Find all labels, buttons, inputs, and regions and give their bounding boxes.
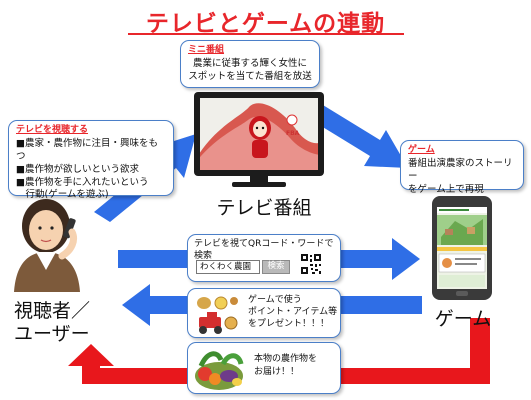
smartphone-screen xyxy=(437,207,487,289)
tv-neck xyxy=(250,176,268,183)
qr-code-icon xyxy=(300,253,322,275)
viewing-item-4: 行動(ゲームを遊ぶ) xyxy=(16,189,109,201)
delivery-step-line-2: お届け！！ xyxy=(254,366,300,377)
viewer-label: 視聴者／ ユーザー xyxy=(14,300,90,346)
game-label: ゲーム xyxy=(434,308,492,330)
viewing-item-2: ■農作物が欲しいという欲求 xyxy=(16,163,139,175)
search-input[interactable]: わくわく農園 xyxy=(196,260,260,274)
arrow-tv-to-game xyxy=(308,102,408,168)
game-box-heading: ゲーム xyxy=(408,145,435,155)
game-screen-illustration xyxy=(437,207,487,287)
points-step-line-2: ポイント・アイテム等 xyxy=(248,307,338,318)
tv-character-illustration xyxy=(200,103,318,170)
viewing-heading: テレビを視聴する xyxy=(16,125,89,135)
game-box-line-2: をゲーム上で再現 xyxy=(408,183,484,195)
mini-program-box: ミニ番組 農業に従事する輝く女性に スポットを当てた番組を放送 xyxy=(180,40,320,88)
mini-program-heading: ミニ番組 xyxy=(188,45,225,55)
points-step-text: ゲームで使う ポイント・アイテム等 をプレゼント！！！ xyxy=(248,294,337,330)
viewer-person-illustration xyxy=(14,199,80,292)
viewing-box: テレビを視聴する ■農家・農作物に注目・興味をもつ ■農作物が欲しいという欲求 … xyxy=(8,120,174,200)
points-step-box: ゲームで使う ポイント・アイテム等 をプレゼント！！！ xyxy=(187,288,341,338)
tv-logo: FBA xyxy=(286,130,300,137)
viewing-item-1: ■農家・農作物に注目・興味をもつ xyxy=(16,138,158,162)
vegetables-illustration xyxy=(195,351,244,390)
viewer-label-line-1: 視聴者／ xyxy=(14,300,91,322)
delivery-step-text: 本物の農作物を お届け！！ xyxy=(254,353,317,378)
title-underline xyxy=(128,33,404,35)
smartphone xyxy=(432,196,492,300)
tv-screen: FBA xyxy=(200,98,318,170)
game-box-line-1: 番組出演農家のストーリー xyxy=(408,158,513,182)
delivery-step-line-1: 本物の農作物を xyxy=(254,354,318,364)
viewing-item-3: ■農作物を手に入れたいという xyxy=(16,176,149,188)
tv-stand xyxy=(232,182,286,187)
viewer-label-line-2: ユーザー xyxy=(14,322,90,345)
search-button[interactable]: 検索 xyxy=(262,260,290,274)
points-step-line-1: ゲームで使う xyxy=(248,295,302,305)
game-box: ゲーム 番組出演農家のストーリー をゲーム上で再現 xyxy=(400,140,524,195)
points-step-line-3: をプレゼント！！！ xyxy=(248,319,330,330)
items-illustration xyxy=(197,296,238,334)
mini-program-line-1: 農業に従事する輝く女性に xyxy=(192,58,307,70)
tv-set: FBA xyxy=(194,92,324,176)
tv-program-label: テレビ番組 xyxy=(216,197,312,219)
search-step-box: テレビを視てQRコード・ワードで検索 わくわく農園 検索 xyxy=(187,234,341,282)
home-button xyxy=(456,291,468,296)
page-title: テレビとゲームの連動 xyxy=(145,11,386,37)
delivery-step-box: 本物の農作物を お届け！！ xyxy=(187,342,341,394)
mini-program-line-2: スポットを当てた番組を放送 xyxy=(188,70,312,82)
search-step-text: テレビを視てQRコード・ワードで検索 xyxy=(194,239,334,262)
